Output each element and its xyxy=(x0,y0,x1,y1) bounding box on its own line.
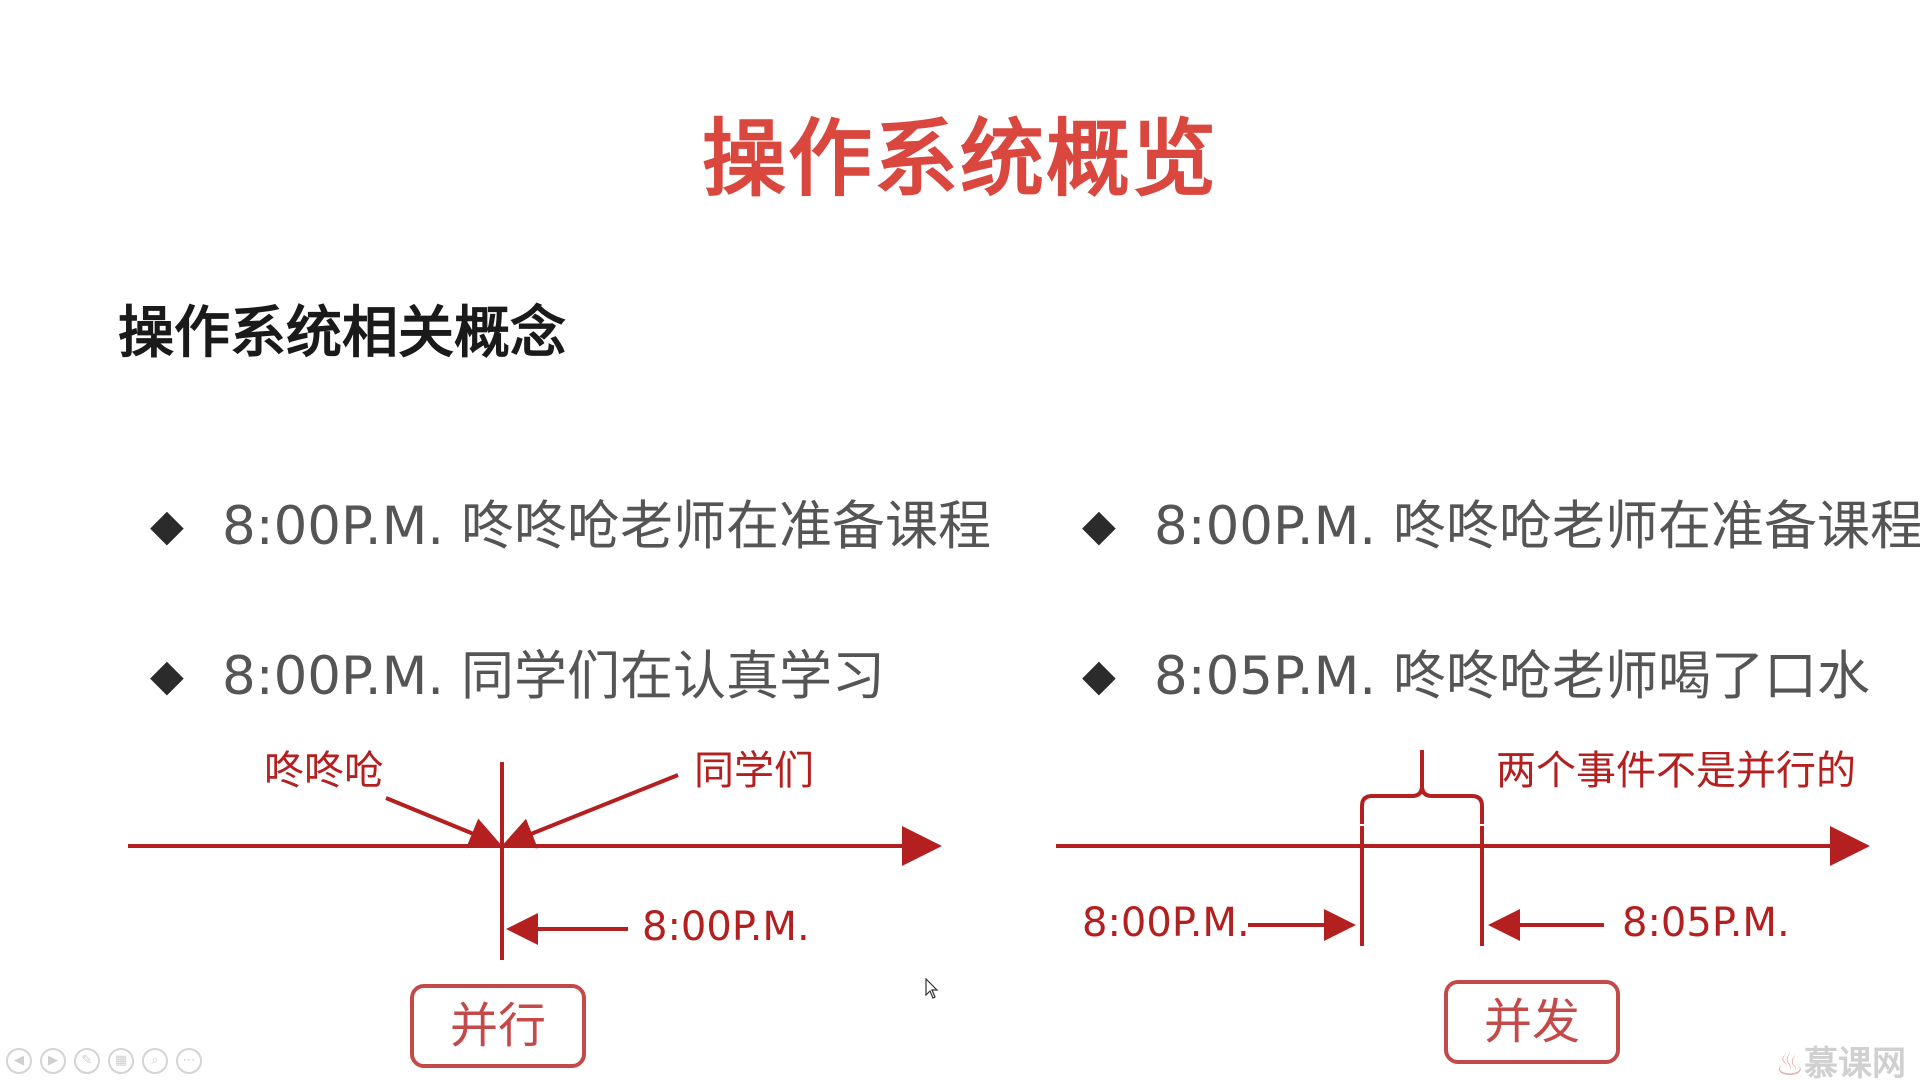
mouse-cursor-icon xyxy=(925,978,939,999)
zoom-icon[interactable]: ⌕ xyxy=(142,1048,168,1074)
right-bullet-2-text: 8:05P.M. 咚咚呛老师喝了口水 xyxy=(1154,646,1870,707)
left-pointer-a xyxy=(385,796,502,849)
left-bullet-1-text: 8:00P.M. 咚咚呛老师在准备课程 xyxy=(222,496,991,557)
next-icon[interactable]: ▶ xyxy=(40,1048,66,1074)
brand-logo-text: 慕课网 xyxy=(1804,1044,1906,1080)
slide-title: 操作系统概览 xyxy=(701,110,1218,208)
left-bullet-1: ◆ 8:00P.M. 咚咚呛老师在准备课程 xyxy=(150,484,991,560)
left-time-label: 8:00P.M. xyxy=(642,904,810,950)
diamond-bullet-icon: ◆ xyxy=(1082,500,1116,551)
slides-icon[interactable]: ▦ xyxy=(108,1048,134,1074)
more-icon[interactable]: ⋯ xyxy=(176,1048,202,1074)
diamond-bullet-icon: ◆ xyxy=(150,650,184,701)
left-bullet-2-text: 8:00P.M. 同学们在认真学习 xyxy=(222,646,885,707)
left-bullet-2: ◆ 8:00P.M. 同学们在认真学习 xyxy=(150,634,885,710)
concurrent-concept-box: 并发 xyxy=(1444,980,1620,1064)
presentation-toolbar: ◀ ▶ ✎ ▦ ⌕ ⋯ xyxy=(6,1048,202,1074)
brand-logo: ♨慕课网 xyxy=(1775,1036,1906,1080)
diamond-bullet-icon: ◆ xyxy=(150,500,184,551)
left-pointer-b xyxy=(502,773,679,849)
right-brace xyxy=(1360,750,1484,824)
parallel-concept-box: 并行 xyxy=(410,984,586,1068)
right-end-time-label: 8:05P.M. xyxy=(1622,900,1790,946)
left-actor-a-label: 咚咚呛 xyxy=(264,748,384,794)
pen-icon[interactable]: ✎ xyxy=(74,1048,100,1074)
right-bullet-1: ◆ 8:00P.M. 咚咚呛老师在准备课程 xyxy=(1082,484,1920,560)
diamond-bullet-icon: ◆ xyxy=(1082,650,1116,701)
right-note-label: 两个事件不是并行的 xyxy=(1496,748,1856,794)
right-bullet-2: ◆ 8:05P.M. 咚咚呛老师喝了口水 xyxy=(1082,634,1870,710)
right-bullet-1-text: 8:00P.M. 咚咚呛老师在准备课程 xyxy=(1154,496,1920,557)
right-start-time-label: 8:00P.M. xyxy=(1082,900,1250,946)
left-actor-b-label: 同学们 xyxy=(694,748,814,794)
previous-icon[interactable]: ◀ xyxy=(6,1048,32,1074)
slide-subtitle: 操作系统相关概念 xyxy=(118,301,566,366)
flame-icon: ♨ xyxy=(1775,1045,1804,1080)
